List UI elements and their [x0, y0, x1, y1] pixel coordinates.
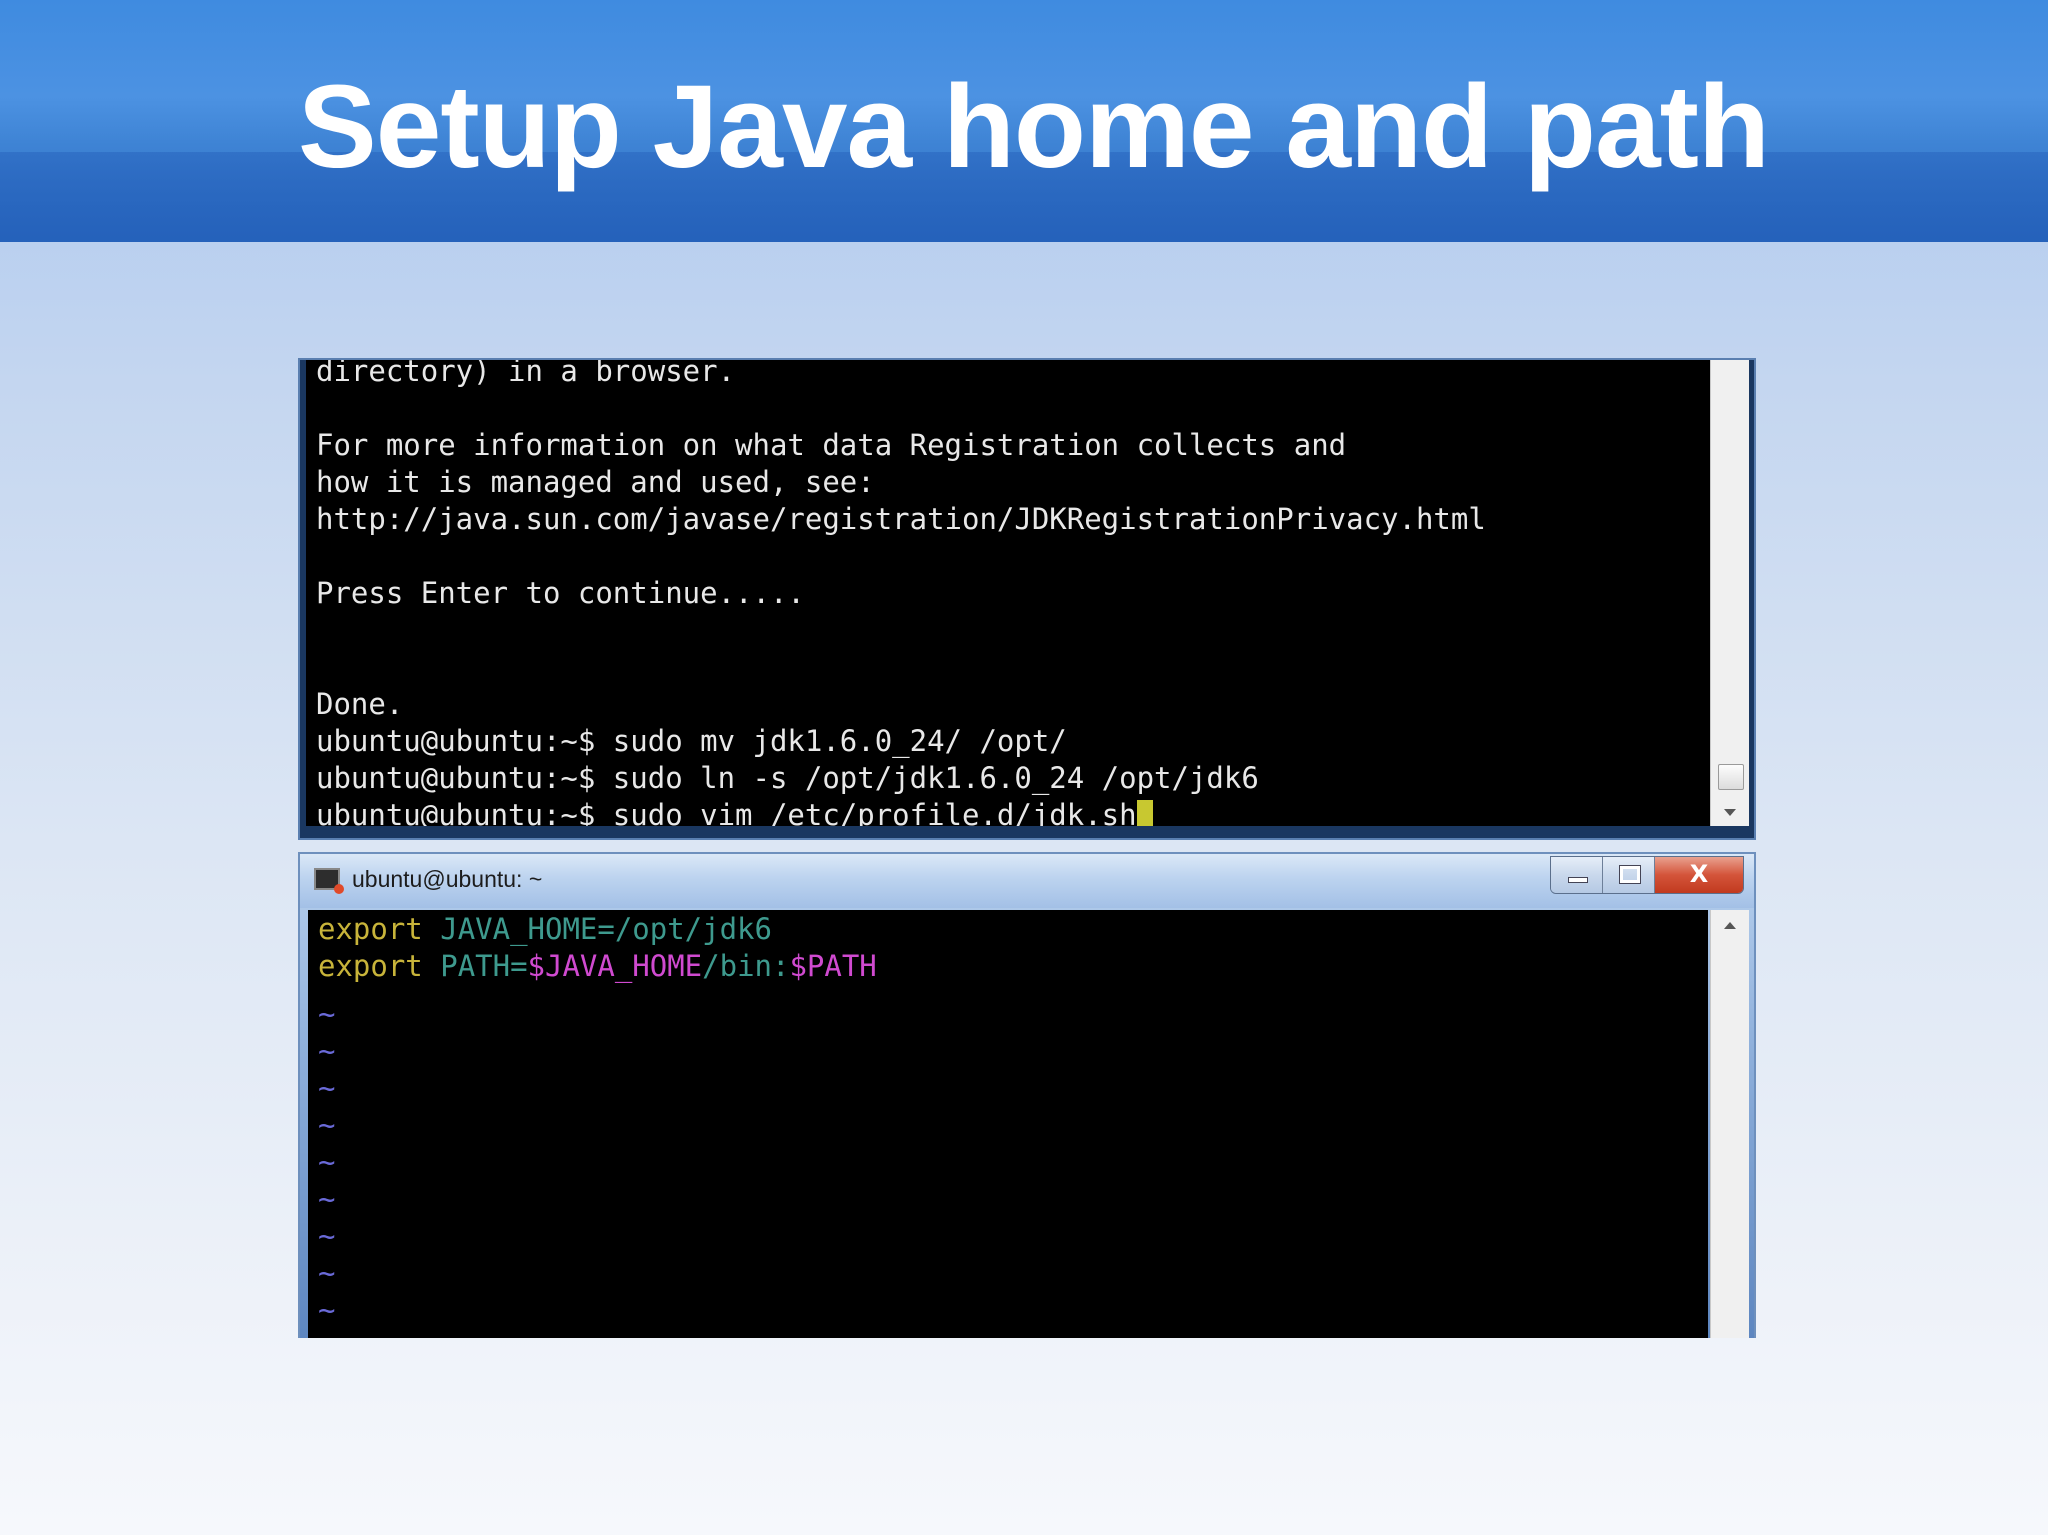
- terminal-line: For more information on what data Regist…: [316, 428, 1347, 462]
- window-controls: X: [1550, 856, 1744, 894]
- slide-title: Setup Java home and path: [298, 61, 1770, 193]
- slide-header: [0, 0, 2048, 242]
- terminal-line: ubuntu@ubuntu:~$ sudo ln -s /opt/jdk1.6.…: [316, 761, 1259, 795]
- vim-empty-line: ~: [318, 1182, 336, 1216]
- vim-editor[interactable]: export JAVA_HOME=/opt/jdk6 export PATH=$…: [308, 910, 1708, 1338]
- vim-keyword: export: [318, 949, 423, 983]
- vim-variable: PATH=: [440, 949, 528, 983]
- scroll-up-icon[interactable]: [1724, 922, 1736, 929]
- vim-empty-line: ~: [318, 1145, 336, 1179]
- window-titlebar[interactable]: ubuntu@ubuntu: ~ X: [300, 854, 1754, 908]
- terminal-window-top: directory) in a browser. For more inform…: [298, 358, 1756, 840]
- window-title: ubuntu@ubuntu: ~: [352, 866, 543, 892]
- terminal-window-vim: ubuntu@ubuntu: ~ X export JAVA_HOME=/opt…: [298, 852, 1756, 1338]
- vim-empty-line: ~: [318, 997, 336, 1031]
- scroll-down-icon[interactable]: [1724, 809, 1736, 816]
- terminal-line: directory) in a browser.: [316, 360, 736, 388]
- vertical-scrollbar[interactable]: [1710, 360, 1749, 826]
- scrollbar-thumb[interactable]: [1718, 764, 1744, 790]
- terminal-line: Done.: [316, 687, 404, 721]
- close-button[interactable]: X: [1655, 857, 1743, 893]
- terminal-icon: [314, 868, 344, 894]
- vim-empty-line: ~: [318, 1219, 336, 1253]
- maximize-button[interactable]: [1603, 857, 1655, 893]
- terminal-line: ubuntu@ubuntu:~$ sudo mv jdk1.6.0_24/ /o…: [316, 724, 1067, 758]
- terminal-command: ubuntu@ubuntu:~$ sudo vim /etc/profile.d…: [316, 798, 1137, 826]
- vim-line: export JAVA_HOME=/opt/jdk6: [318, 911, 772, 948]
- vertical-scrollbar[interactable]: [1710, 910, 1749, 1338]
- vim-line: export PATH=$JAVA_HOME/bin:$PATH: [318, 948, 877, 985]
- vim-empty-line: ~: [318, 1108, 336, 1142]
- vim-assignment: JAVA_HOME=/opt/jdk6: [440, 912, 772, 946]
- vim-keyword: export: [318, 912, 423, 946]
- vim-empty-line: ~: [318, 1293, 336, 1327]
- minimize-button[interactable]: [1551, 857, 1603, 893]
- text-cursor: [1136, 800, 1153, 826]
- terminal-prompt-line[interactable]: ubuntu@ubuntu:~$ sudo vim /etc/profile.d…: [316, 797, 1153, 826]
- terminal-line: Press Enter to continue.....: [316, 576, 805, 610]
- close-icon: X: [1689, 860, 1709, 888]
- terminal-line: http://java.sun.com/javase/registration/…: [316, 502, 1486, 536]
- vim-empty-line: ~: [318, 1256, 336, 1290]
- terminal-output: directory) in a browser. For more inform…: [306, 360, 1710, 826]
- vim-path-segment: /bin:: [702, 949, 790, 983]
- minimize-icon: [1568, 877, 1588, 883]
- terminal-line: how it is managed and used, see:: [316, 465, 875, 499]
- maximize-icon: [1619, 865, 1641, 884]
- vim-empty-line: ~: [318, 1071, 336, 1105]
- vim-empty-line: ~: [318, 1034, 336, 1068]
- vim-reference: $PATH: [789, 949, 877, 983]
- vim-reference: $JAVA_HOME: [527, 949, 703, 983]
